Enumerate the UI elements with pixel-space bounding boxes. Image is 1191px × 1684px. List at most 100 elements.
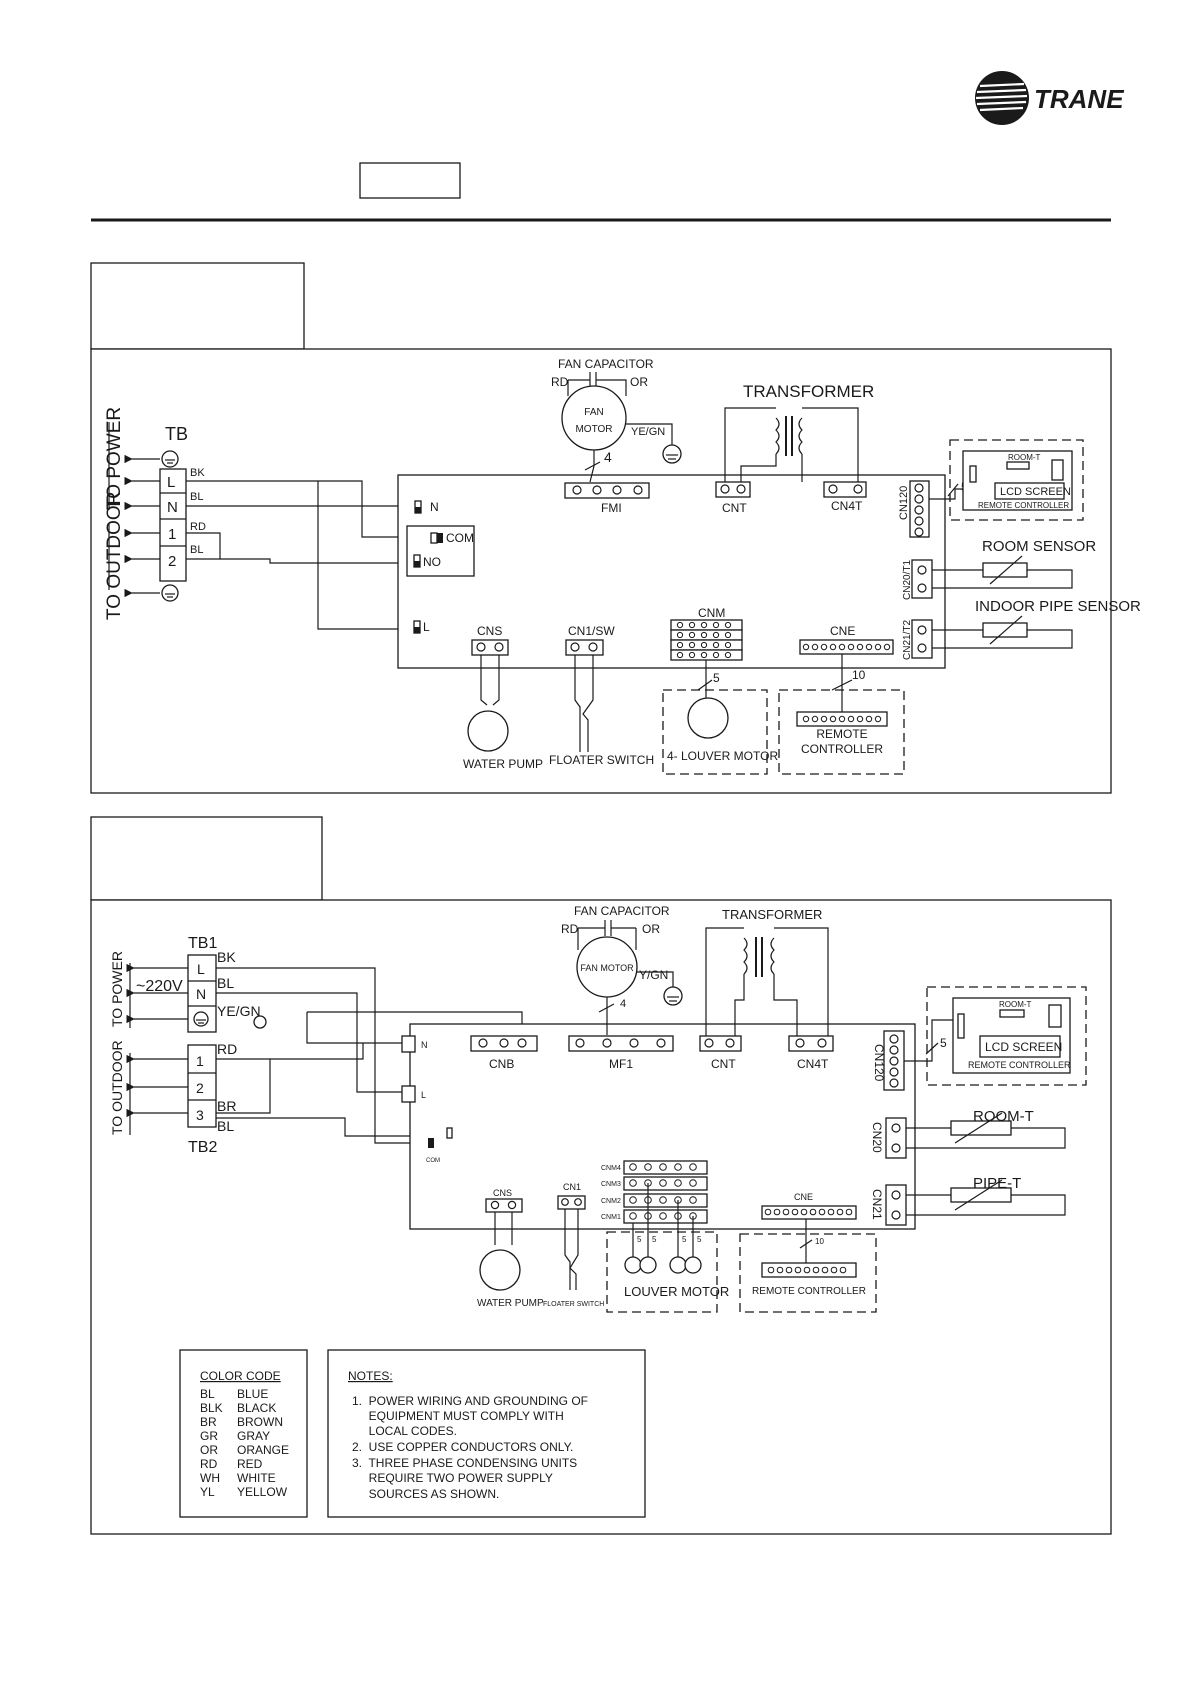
svg-text:5: 5 xyxy=(940,1036,947,1050)
svg-text:CNM3: CNM3 xyxy=(601,1181,621,1188)
svg-text:LCD SCREEN: LCD SCREEN xyxy=(1000,486,1071,498)
svg-text:CN20: CN20 xyxy=(870,1122,884,1153)
fan-motor-1 xyxy=(561,385,627,451)
svg-text:CN120: CN120 xyxy=(898,486,910,520)
svg-text:TB1: TB1 xyxy=(188,935,217,952)
svg-text:FAN CAPACITOR: FAN CAPACITOR xyxy=(574,904,670,918)
svg-text:3. THREE PHASE CONDENSING UNI: 3. THREE PHASE CONDENSING UNITS xyxy=(352,1456,577,1470)
louver-motor-1 xyxy=(687,697,729,739)
svg-text:OR: OR xyxy=(630,375,648,389)
svg-text:WATER PUMP: WATER PUMP xyxy=(477,1298,544,1309)
tb-terminal-n: N xyxy=(167,499,178,516)
fan-ground-2 xyxy=(663,986,683,1006)
svg-text:RED: RED xyxy=(237,1457,263,1471)
svg-text:CNS: CNS xyxy=(493,1188,512,1198)
svg-text:SOURCES AS SHOWN.: SOURCES AS SHOWN. xyxy=(352,1487,499,1501)
svg-text:WH: WH xyxy=(200,1471,220,1485)
svg-text:BL: BL xyxy=(200,1387,215,1401)
svg-text:FAN CAPACITOR: FAN CAPACITOR xyxy=(558,357,654,371)
svg-text:10: 10 xyxy=(852,668,866,682)
svg-text:MOTOR: MOTOR xyxy=(575,424,612,435)
svg-text:OR: OR xyxy=(642,922,660,936)
trane-logo: TRANE xyxy=(975,71,1124,125)
louver-motor-2-dashed xyxy=(606,1231,718,1313)
svg-text:FAN: FAN xyxy=(584,407,603,418)
connector-mf1 xyxy=(568,1035,674,1052)
remote-top-2-dashed xyxy=(926,986,1087,1086)
wire-rd xyxy=(186,532,414,564)
connector-cn21 xyxy=(911,619,933,659)
svg-text:BR: BR xyxy=(217,1098,236,1114)
svg-text:OR: OR xyxy=(200,1443,218,1457)
tb2-terminal-block xyxy=(187,1044,217,1128)
notes-lines: 1. POWER WIRING AND GROUNDING OF EQUIPME… xyxy=(352,1394,588,1501)
svg-text:REMOTE CONTROLLER: REMOTE CONTROLLER xyxy=(968,1060,1071,1070)
svg-text:FLOATER SWITCH: FLOATER SWITCH xyxy=(543,1301,604,1308)
svg-text:MF1: MF1 xyxy=(609,1057,633,1071)
svg-text:WHITE: WHITE xyxy=(237,1471,276,1485)
tb-terminal-block xyxy=(159,468,187,582)
tb-terminal-2: 2 xyxy=(168,553,176,570)
svg-text:BLK: BLK xyxy=(200,1401,223,1415)
room-sensor-1 xyxy=(982,562,1028,578)
svg-text:~220V: ~220V xyxy=(136,978,183,995)
svg-text:CNT: CNT xyxy=(711,1057,736,1071)
svg-text:ROOM SENSOR: ROOM SENSOR xyxy=(982,538,1096,555)
pipe-t-sensor xyxy=(950,1187,1012,1203)
svg-text:CN1: CN1 xyxy=(563,1182,581,1192)
connector-cne-1 xyxy=(799,639,894,655)
svg-text:TRANSFORMER: TRANSFORMER xyxy=(722,907,822,922)
connector-fmi xyxy=(564,482,650,499)
svg-text:CN20/T1: CN20/T1 xyxy=(902,560,913,600)
tb1-ground xyxy=(193,1011,209,1027)
svg-text:TO OUTDOOR: TO OUTDOOR xyxy=(109,1040,125,1135)
svg-text:ORANGE: ORANGE xyxy=(237,1443,289,1457)
svg-text:BK: BK xyxy=(217,949,236,965)
diagram-1-title-box xyxy=(90,262,305,350)
svg-text:BL: BL xyxy=(190,491,203,503)
tb-terminal-l: L xyxy=(167,474,175,491)
svg-text:BK: BK xyxy=(190,467,205,479)
svg-text:2: 2 xyxy=(196,1080,204,1096)
svg-text:BLUE: BLUE xyxy=(237,1387,268,1401)
svg-text:ROOM-T: ROOM-T xyxy=(1008,453,1041,462)
svg-text:GRAY: GRAY xyxy=(237,1429,270,1443)
svg-text:RD: RD xyxy=(217,1041,237,1057)
svg-text:BROWN: BROWN xyxy=(237,1415,283,1429)
svg-text:BR: BR xyxy=(200,1415,217,1429)
remote-controller-1-dashed xyxy=(778,689,905,775)
svg-text:5: 5 xyxy=(637,1235,642,1244)
svg-text:FMI: FMI xyxy=(601,501,622,515)
svg-text:5: 5 xyxy=(682,1235,687,1244)
tb-terminal-1: 1 xyxy=(168,526,176,543)
svg-text:COM: COM xyxy=(426,1158,440,1164)
svg-text:CNM4: CNM4 xyxy=(601,1165,621,1172)
svg-text:LOUVER MOTOR: LOUVER MOTOR xyxy=(624,1284,729,1299)
svg-text:LOCAL CODES.: LOCAL CODES. xyxy=(352,1424,457,1438)
pipe-sensor-1 xyxy=(982,622,1028,638)
svg-text:5: 5 xyxy=(697,1235,702,1244)
svg-text:COLOR CODE: COLOR CODE xyxy=(200,1369,281,1383)
svg-text:TO POWER: TO POWER xyxy=(109,951,125,1027)
svg-text:L: L xyxy=(423,620,430,634)
svg-text:RD: RD xyxy=(200,1457,218,1471)
svg-text:Y/GN: Y/GN xyxy=(639,968,668,982)
svg-text:RD: RD xyxy=(190,521,206,533)
color-code-box xyxy=(179,1349,308,1518)
svg-text:YE/GN: YE/GN xyxy=(217,1003,261,1019)
fan-ground-1 xyxy=(662,444,682,464)
svg-text:BL: BL xyxy=(217,1118,234,1134)
connector-cn21-2 xyxy=(885,1184,907,1226)
title-box xyxy=(359,162,461,199)
relay-box xyxy=(406,525,475,577)
svg-text:REQUIRE TWO POWER SUPPLY: REQUIRE TWO POWER SUPPLY xyxy=(352,1471,553,1485)
brand-name: TRANE xyxy=(1034,84,1124,114)
svg-text:YL: YL xyxy=(200,1485,215,1499)
svg-text:BL: BL xyxy=(217,975,234,991)
svg-text:FLOATER SWITCH: FLOATER SWITCH xyxy=(549,753,654,767)
svg-text:N: N xyxy=(196,986,206,1002)
svg-text:CNM: CNM xyxy=(698,606,725,620)
svg-text:REMOTE: REMOTE xyxy=(816,727,867,741)
svg-text:N: N xyxy=(421,1040,428,1050)
